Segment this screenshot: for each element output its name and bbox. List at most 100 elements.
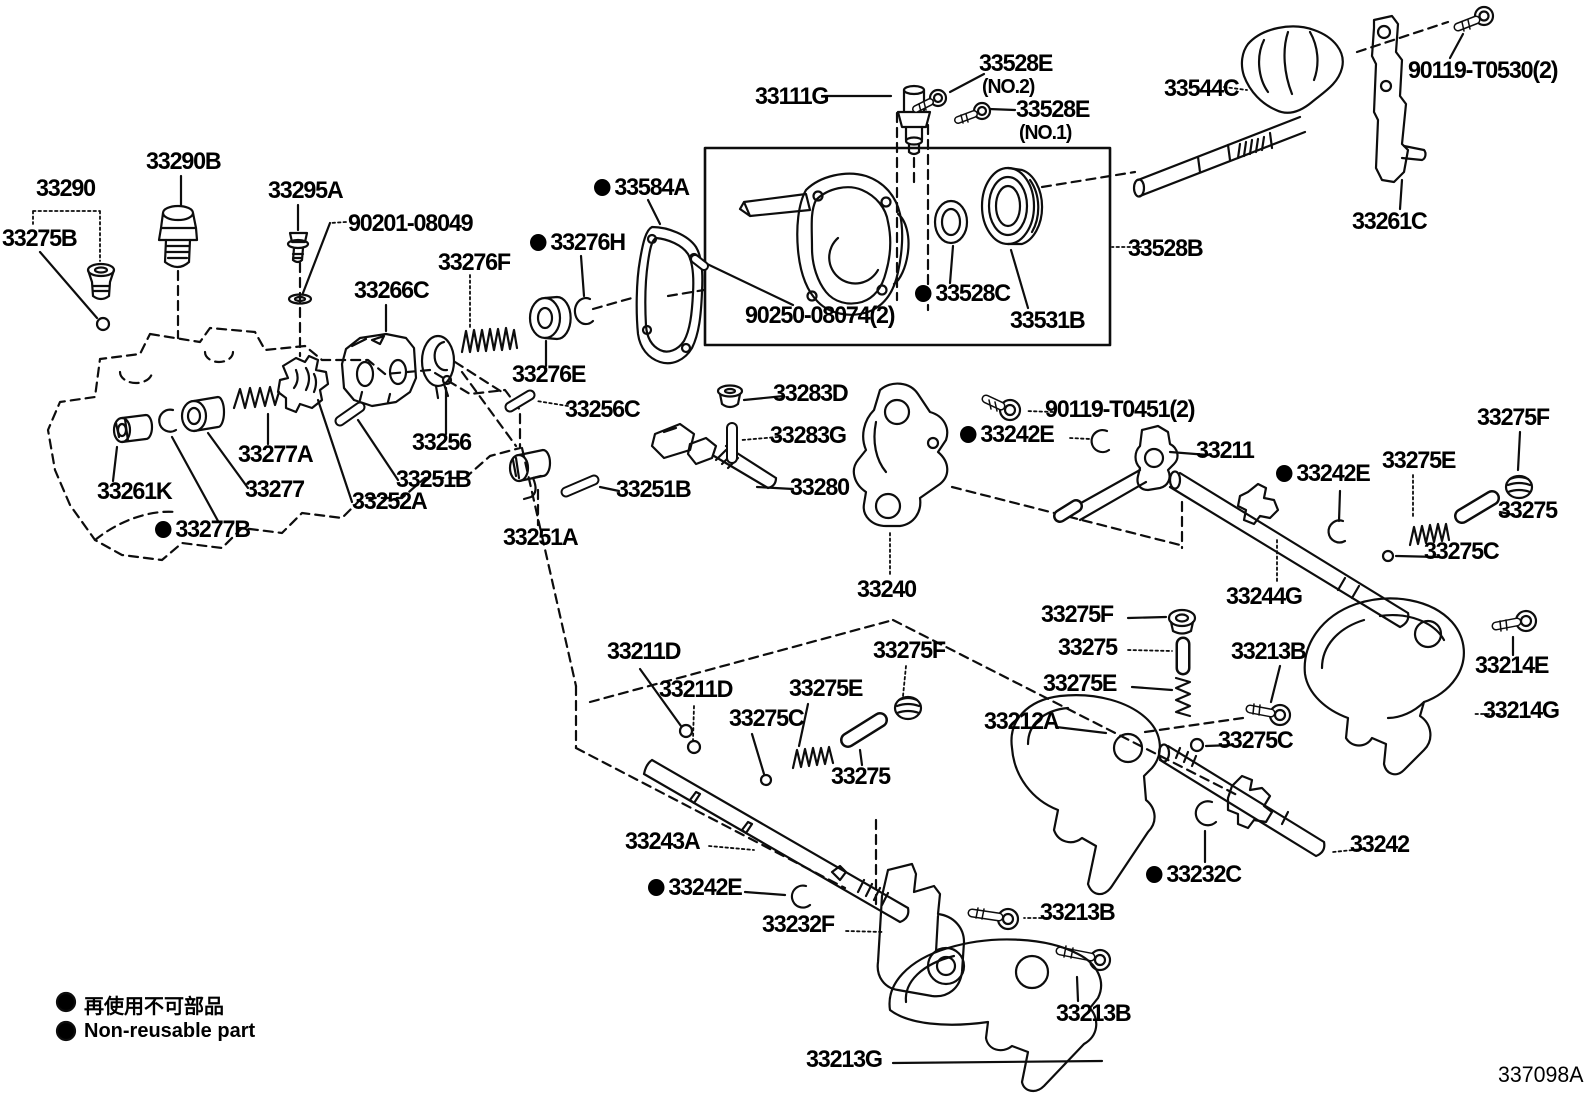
part-number-text: (NO.1) <box>1019 122 1072 144</box>
lever-33211 <box>1053 424 1179 523</box>
part-number-text: 33256C <box>565 396 641 423</box>
part-number-text: 33275E <box>1382 447 1456 474</box>
part-number-text: 33275 <box>1058 634 1118 661</box>
spring-33276F <box>460 326 519 354</box>
part-number-text: 33275C <box>729 705 805 732</box>
part-number-text: 33283D <box>773 380 849 407</box>
lever-33240 <box>852 382 949 528</box>
assembly-axis-lines <box>176 20 1450 910</box>
part-label-33213B-1: 33213B <box>1231 638 1307 665</box>
part-number-text: 33244G <box>1226 583 1303 610</box>
part-number-text: 33212A <box>984 708 1060 735</box>
part-number-text: 33290 <box>36 175 96 202</box>
part-number-text: 33214E <box>1475 652 1549 679</box>
non-reusable-bullet-icon <box>1146 866 1163 883</box>
shaft-33528B <box>1132 115 1307 198</box>
part-number-text: 33275E <box>1043 670 1117 697</box>
plug-33275B <box>86 262 116 301</box>
sensor-33290B <box>157 204 199 269</box>
part-label-33275E-3: 33275E <box>1043 670 1117 697</box>
part-number-text: 33213B <box>1040 899 1116 926</box>
part-label-33211D-1: 33211D <box>607 640 681 664</box>
part-number-text: 33242E <box>668 874 742 901</box>
part-label-90119-T0451: 90119-T0451(2) <box>1045 398 1196 422</box>
part-number-text: 33275E <box>789 675 863 702</box>
bolt-33213B-right <box>1245 703 1292 727</box>
part-label-90201-08049: 90201-08049 <box>348 210 474 237</box>
part-number-text: 33290B <box>146 148 222 175</box>
part-number-text: 33276F <box>438 249 511 276</box>
part-number-text: 33277 <box>245 476 305 503</box>
part-number-text: 33528E <box>1016 96 1090 123</box>
part-number-text: 33232C <box>1166 861 1242 888</box>
part-label-33283G: 33283G <box>770 424 847 448</box>
leader-lines-dotted <box>32 86 1501 933</box>
part-number-text: 90201-08049 <box>348 210 474 237</box>
housing-33266C <box>340 332 418 408</box>
part-number-text: 33275F <box>1041 601 1114 628</box>
legend-bullet-jp <box>55 991 77 1013</box>
non-reusable-bullet-icon <box>594 179 611 196</box>
spring-33275E-right <box>1408 522 1451 547</box>
snap-ring-33242E-right <box>1327 519 1347 544</box>
bushing-33277 <box>180 395 226 433</box>
part-number-text: 33251B <box>616 476 692 503</box>
part-number-text: 90119-T0530(2) <box>1408 57 1559 84</box>
part-label-33290B: 33290B <box>146 148 222 175</box>
part-number-text: (NO.2) <box>982 76 1035 98</box>
snap-ring-33232C <box>1194 800 1218 827</box>
shaft-33244G <box>1168 470 1410 629</box>
part-label-33244G: 33244G <box>1226 583 1303 610</box>
part-label-33584A: 33584A <box>594 174 690 201</box>
part-label-33252A: 33252A <box>352 490 428 514</box>
part-number-text: 33295A <box>268 177 344 204</box>
part-label-33232C: 33232C <box>1146 861 1242 888</box>
spring-33275E-mid <box>791 745 835 770</box>
part-number-text: 33111G <box>755 83 829 110</box>
part-label-no1-sub: (NO.1) <box>1019 122 1072 144</box>
part-label-33211: 33211 <box>1196 439 1255 463</box>
part-number-text: 33213B <box>1056 1000 1132 1027</box>
part-number-text: 33256 <box>412 429 472 456</box>
part-label-33214E: 33214E <box>1475 652 1549 679</box>
part-number-text: 33213B <box>1231 638 1307 665</box>
snap-ring-33276H <box>573 296 595 326</box>
part-number-text: 33276H <box>550 229 626 256</box>
legend-bullet-en <box>55 1020 77 1042</box>
part-number-text: 33544C <box>1164 75 1240 102</box>
part-label-33275C-3: 33275C <box>1218 727 1294 754</box>
pin-33275-right <box>1454 490 1500 524</box>
part-number-text: 33528C <box>935 280 1011 307</box>
bracket-33232F <box>876 862 966 998</box>
part-label-90119-T0530: 90119-T0530(2) <box>1408 57 1559 84</box>
shift-head-33252A <box>276 354 330 414</box>
part-label-33283D: 33283D <box>773 380 849 407</box>
part-label-33275E-1: 33275E <box>1382 447 1456 474</box>
part-number-text: 33214G <box>1483 697 1560 724</box>
ball-33275B <box>95 316 111 332</box>
part-label-33276E: 33276E <box>512 361 586 388</box>
part-label-33277B: 33277B <box>155 518 251 542</box>
legend-en: Non-reusable part <box>84 1020 255 1043</box>
part-number-text: 33584A <box>614 174 690 201</box>
bolt-33214E <box>1491 609 1538 633</box>
part-number-text: 33261K <box>97 478 173 505</box>
part-number-text: 33276E <box>512 361 586 388</box>
part-label-33242: 33242 <box>1350 833 1410 857</box>
part-number-text: 33240 <box>857 576 917 603</box>
non-reusable-bullet-icon <box>1276 465 1293 482</box>
part-label-33212A: 33212A <box>984 708 1060 735</box>
bolt-33528E-no1 <box>954 101 992 124</box>
part-label-33276F: 33276F <box>438 249 511 276</box>
part-label-33242E-1: 33242E <box>960 423 1055 447</box>
ball-33275C-mid <box>759 773 773 787</box>
part-label-33275C-1: 33275C <box>1424 540 1500 564</box>
pin-33275-mid <box>840 712 888 748</box>
non-reusable-bullet-icon <box>648 879 665 896</box>
plug-33275F-right <box>1504 474 1534 500</box>
breather-33111G <box>896 84 932 156</box>
bolt-33528E-no2 <box>912 88 948 113</box>
part-number-text: 33275C <box>1218 727 1294 754</box>
seal-33531B <box>980 166 1044 246</box>
